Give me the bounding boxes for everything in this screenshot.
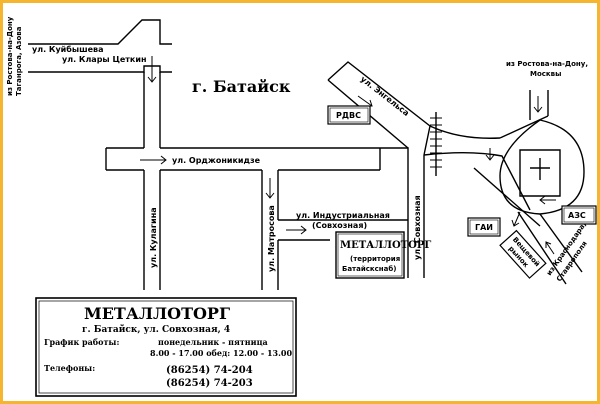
highway-north xyxy=(529,90,549,120)
landmark-azs: АЗС xyxy=(561,205,597,225)
info-schedule-label: График работы: xyxy=(44,337,119,347)
road-industrialnaya xyxy=(278,219,408,241)
street-label-klary: ул. Клары Цеткин xyxy=(62,55,147,64)
svg-text:РДВС: РДВС xyxy=(336,111,361,120)
svg-text:МЕТАЛЛОТОРГ: МЕТАЛЛОТОРГ xyxy=(340,240,431,251)
info-phone-1: (86254) 74-204 xyxy=(166,365,253,376)
highway-junction xyxy=(473,167,541,227)
street-label-industrialnaya: ул. Индустриальная xyxy=(296,211,390,220)
info-schedule-days: понедельник - пятница xyxy=(158,337,268,347)
landmark-gai: ГАИ xyxy=(467,217,501,237)
street-label-ordzhonikidze: ул. Орджоникидзе xyxy=(172,156,261,165)
highway-south xyxy=(517,211,583,285)
svg-text:Батайскснаб): Батайскснаб) xyxy=(342,265,396,273)
direction-top-1: из Ростова-на-Дону, xyxy=(506,60,588,68)
landmark-market: Вещевой рынок xyxy=(499,229,547,279)
store-location-box: МЕТАЛЛОТОРГ (территория Батайскснаб) xyxy=(335,231,431,279)
info-phone-2: (86254) 74-203 xyxy=(166,378,253,389)
street-label-sovkhoznaya: ул. Совхозная xyxy=(413,195,422,260)
svg-text:(территория: (территория xyxy=(350,255,400,263)
railway xyxy=(430,112,442,176)
info-schedule-hours: 8.00 - 17.00 обед: 12.00 - 13.00 xyxy=(150,348,292,358)
road-matrosova xyxy=(261,170,279,290)
road-kuibysheva xyxy=(28,19,172,45)
info-title: МЕТАЛЛОТОРГ xyxy=(84,304,230,323)
street-label-kulagina: ул. Кулагина xyxy=(149,207,158,268)
direction-left-2: Таганрога, Азова xyxy=(15,26,23,96)
street-label-industrialnaya-2: (Совхозная) xyxy=(312,221,367,230)
info-box: МЕТАЛЛОТОРГ г. Батайск, ул. Совхозная, 4… xyxy=(35,297,297,397)
road-ordzhonikidze xyxy=(106,147,380,171)
road-to-ring xyxy=(423,115,549,211)
direction-left-1: из Ростова-на-Дону xyxy=(6,16,14,96)
info-address: г. Батайск, ул. Совхозная, 4 xyxy=(82,324,230,335)
svg-text:ГАИ: ГАИ xyxy=(475,223,493,232)
street-label-matrosova: ул. Матросова xyxy=(267,205,276,272)
interchange-inner xyxy=(530,158,550,180)
road-sovkhoznaya xyxy=(379,147,425,278)
info-phones-label: Телефоны: xyxy=(44,363,95,373)
route-arrows xyxy=(140,56,556,255)
direction-top-2: Москвы xyxy=(530,70,561,78)
landmark-rdvs: РДВС xyxy=(327,105,371,125)
street-label-kuibysheva: ул. Куйбышева xyxy=(32,44,103,54)
city-name: г. Батайск xyxy=(192,77,291,96)
road-kulagina xyxy=(143,170,161,290)
svg-text:АЗС: АЗС xyxy=(568,211,586,220)
road-vertical-main xyxy=(143,72,161,148)
